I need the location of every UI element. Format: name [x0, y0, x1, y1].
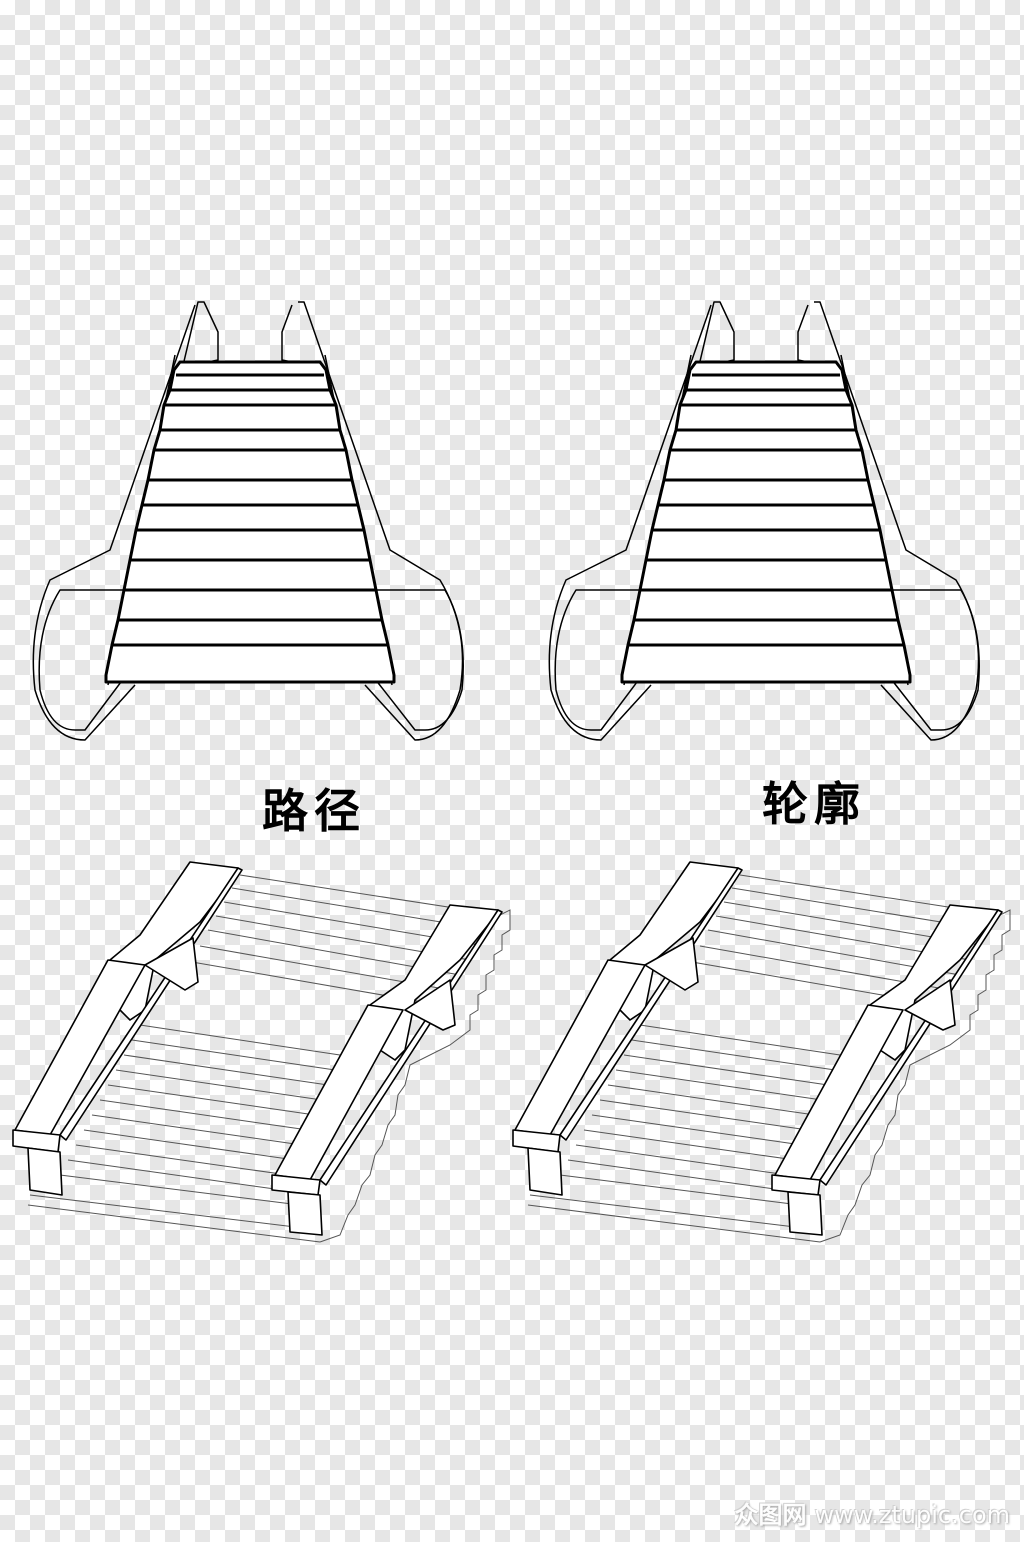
stairs-path-illustration: [12, 861, 511, 1243]
escalator-outline-illustration: [548, 301, 980, 741]
watermark-url: www.ztupic.com: [814, 1501, 1010, 1529]
label-path: 路径: [262, 784, 366, 838]
watermark-brand: 众图网: [734, 1501, 807, 1529]
label-outline: 轮廓: [762, 777, 866, 831]
escalator-path-illustration: [32, 301, 464, 741]
stairs-outline-illustration: [512, 861, 1011, 1243]
